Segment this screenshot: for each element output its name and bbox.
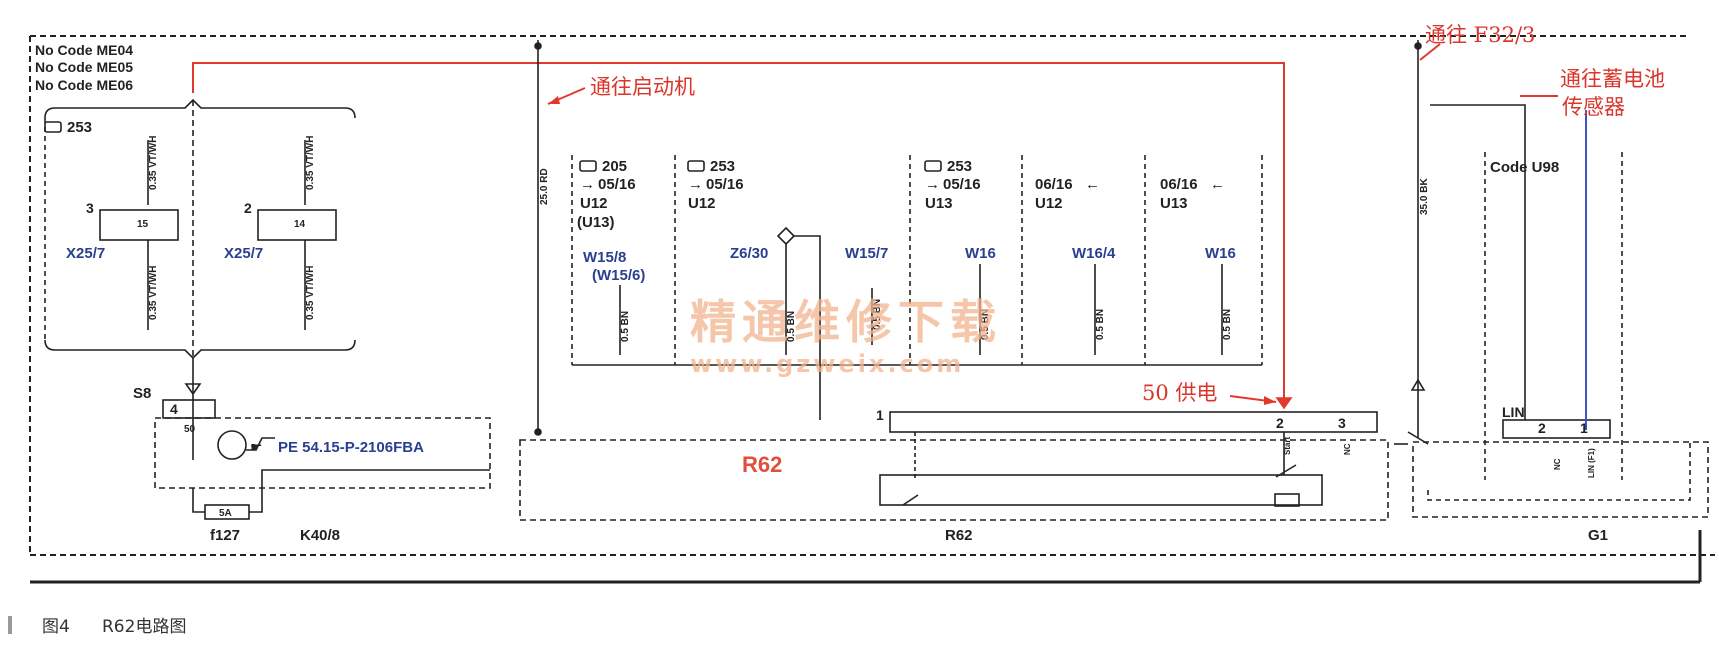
wire-vtwh-2: 0.35 VT/WH	[148, 266, 159, 320]
col1-wire: 0.5 BN	[620, 311, 631, 342]
conn-a-pin: 3	[86, 200, 94, 216]
pe-ref: PE 54.15-P-2106FBA	[278, 439, 424, 456]
wire-vtwh-3: 0.35 VT/WH	[305, 136, 316, 190]
col4-splice: W16/4	[1072, 245, 1116, 262]
col2-variant: U12	[688, 195, 716, 212]
col3-symbol: 253	[947, 158, 972, 175]
col2-wire-z: 0.5 BN	[786, 311, 797, 342]
col1-symbol: 205	[602, 158, 627, 175]
r62-start: Start	[1283, 436, 1292, 455]
annotation-battery-2: 传感器	[1562, 95, 1625, 119]
frame	[29, 35, 1715, 584]
conn-b-name: X25/7	[224, 245, 263, 262]
caption-bar	[8, 616, 12, 634]
caption-title: R62电路图	[102, 617, 186, 637]
r62-bottom-label: R62	[945, 527, 973, 544]
wire-rd: 25.0 RD	[539, 168, 550, 205]
wire-bk: 35.0 BK	[1419, 178, 1430, 215]
right-section	[1394, 40, 1709, 518]
col1-splice: W15/8	[583, 249, 626, 266]
left-symbol-label: 253	[67, 119, 92, 136]
code-me04: No Code ME04	[35, 42, 133, 58]
col3-date: 05/16	[943, 176, 981, 193]
watermark-url: www.gzweix.com	[690, 350, 964, 378]
col5-splice: W16	[1205, 245, 1236, 262]
relay-label: K40/8	[300, 527, 340, 544]
col1-variant: U12	[580, 195, 608, 212]
conn-a-name: X25/7	[66, 245, 105, 262]
annotation-to-starter: 通往启动机	[590, 75, 695, 99]
r62-pin2: 2	[1276, 415, 1284, 431]
annotation-supply-50: 50 供电	[1142, 381, 1217, 405]
col4-variant: U12	[1035, 195, 1063, 212]
col4-wire: 0.5 BN	[1095, 309, 1106, 340]
conn-b-pin: 2	[244, 200, 252, 216]
left-labels: 253 3 15 2 14 X25/7 X25/7 0.35 VT/WH 0.3…	[44, 119, 424, 544]
arrow-left-icon: ←	[1210, 176, 1225, 193]
code-me06: No Code ME06	[35, 77, 133, 93]
g1-pin2: 2	[1538, 420, 1546, 436]
col2-date: 05/16	[706, 176, 744, 193]
r62-labels: R62 R62 1 2 3 Start NC	[742, 407, 1352, 544]
car-symbol-icon	[44, 121, 62, 133]
watermark-cn: 精通维修下载	[690, 295, 1002, 349]
r62-pin1: 1	[876, 407, 884, 423]
middle-columns: 25.0 RD 205 → 05/16 U12 (U13) W15/8 (W15…	[539, 158, 1236, 342]
caption-fig: 图4	[42, 617, 70, 637]
conn-a-inner: 15	[137, 219, 149, 230]
annotations: 通往启动机 通往 F32/3 通往蓄电池 传感器 50 供电	[547, 23, 1665, 405]
code-me05: No Code ME05	[35, 59, 133, 75]
col5-wire: 0.5 BN	[1222, 309, 1233, 340]
col2-wire: 0.5 BN	[872, 299, 883, 330]
fuse-label: f127	[210, 527, 240, 544]
r62-main-label: R62	[742, 452, 782, 477]
col1-splice2: (W15/6)	[592, 267, 645, 284]
red-wire	[192, 62, 1285, 402]
col3-splice: W16	[965, 245, 996, 262]
arrow-right-icon: →	[580, 176, 595, 193]
figure-caption: 图4 R62电路图	[8, 616, 186, 637]
hand-icon: ☛	[250, 439, 263, 455]
left-section	[44, 98, 491, 520]
middle-section	[519, 40, 1389, 521]
r62-pin3: 3	[1338, 415, 1346, 431]
g1-nc: NC	[1553, 458, 1562, 470]
car-symbol-icon	[687, 160, 705, 172]
annotation-to-f32: 通往 F32/3	[1425, 23, 1535, 47]
col5-date: 06/16	[1160, 176, 1198, 193]
g1-lin-pin: LIN (F1)	[1587, 448, 1596, 478]
fuse-inner: 5A	[219, 508, 232, 519]
col1-variant2: (U13)	[577, 214, 615, 231]
conn-b-inner: 14	[294, 219, 306, 230]
wire-vtwh-1: 0.35 VT/WH	[148, 136, 159, 190]
watermark: 精通维修下载 www.gzweix.com	[690, 295, 1002, 378]
s8-pin: 4	[170, 401, 178, 417]
lin-label: LIN	[1502, 404, 1525, 420]
col2-splice: W15/7	[845, 245, 888, 262]
code-list: No Code ME04 No Code ME05 No Code ME06	[35, 42, 133, 93]
col3-wire: 0.5 BN	[980, 309, 991, 340]
arrow-right-icon: →	[688, 176, 703, 193]
g1-label: G1	[1588, 527, 1608, 544]
car-symbol-icon	[579, 160, 597, 172]
col3-variant: U13	[925, 195, 953, 212]
col1-date: 05/16	[598, 176, 636, 193]
s8-label: S8	[133, 385, 151, 402]
car-symbol-icon	[924, 160, 942, 172]
s8-inner: 50	[184, 424, 196, 435]
col2-splice-z: Z6/30	[730, 245, 768, 262]
col4-date: 06/16	[1035, 176, 1073, 193]
annotation-battery-1: 通往蓄电池	[1560, 67, 1665, 91]
wire-vtwh-4: 0.35 VT/WH	[305, 266, 316, 320]
code-u98: Code U98	[1490, 159, 1559, 176]
g1-pin1: 1	[1580, 420, 1588, 436]
r62-nc: NC	[1343, 443, 1352, 455]
col5-variant: U13	[1160, 195, 1188, 212]
arrow-right-icon: →	[925, 176, 940, 193]
arrow-left-icon: ←	[1085, 176, 1100, 193]
right-labels: 35.0 BK Code U98 LIN 2 1 NC LIN (F1) G1	[1419, 159, 1608, 544]
col2-symbol: 253	[710, 158, 735, 175]
